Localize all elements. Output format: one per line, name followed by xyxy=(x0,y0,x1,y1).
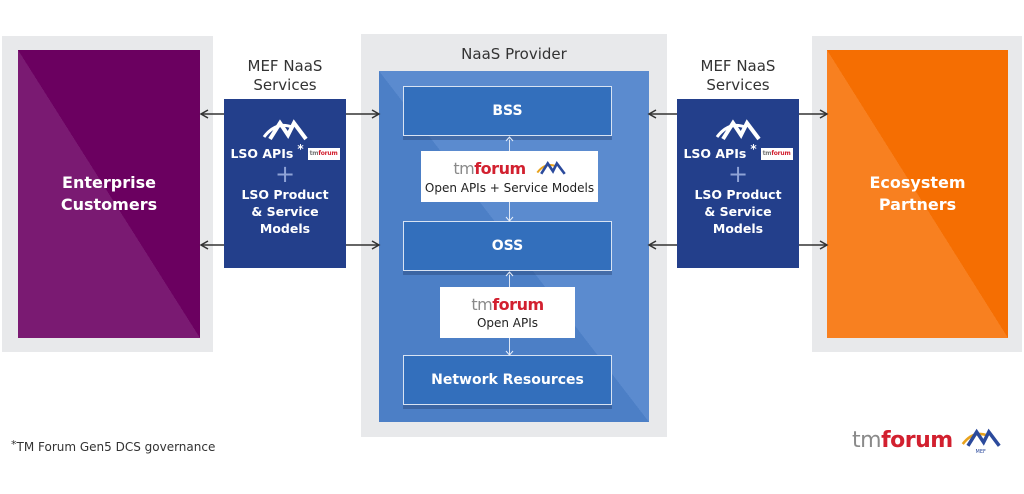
ecosystem-label-2: Partners xyxy=(878,195,957,214)
connector-oss-interface xyxy=(509,272,510,287)
interface-bottom-box: tmforum Open APIs xyxy=(440,287,575,338)
connector-interface-oss xyxy=(509,202,510,221)
enterprise-customers-box: Enterprise Customers xyxy=(18,50,200,338)
plus-icon: + xyxy=(274,160,296,188)
enterprise-label-2: Customers xyxy=(60,195,158,214)
tmforum-logo: tmforum xyxy=(453,158,526,178)
network-resources-label: Network Resources xyxy=(431,372,584,388)
lso-apis-label: LSO APIs xyxy=(683,146,747,161)
lso-apis-label: LSO APIs xyxy=(230,146,294,161)
tmforum-badge: tmforum xyxy=(307,147,340,160)
ecosystem-partners-box: Ecosystem Partners xyxy=(827,50,1008,338)
ecosystem-label-1: Ecosystem xyxy=(869,173,966,192)
plus-icon: + xyxy=(727,160,749,188)
mef-logo-icon xyxy=(715,119,761,141)
bss-label: BSS xyxy=(492,103,523,119)
footnote-text: TM Forum Gen5 DCS governance xyxy=(16,440,216,454)
mef-right-box: LSO APIs * tmforum + LSO Product& Servic… xyxy=(677,99,799,268)
asterisk: * xyxy=(750,142,757,156)
mef-logo-icon xyxy=(961,428,1001,447)
mef-label: MEF xyxy=(975,449,986,455)
bss-box: BSS xyxy=(403,86,612,136)
tmforum-logo: tmforum xyxy=(471,295,544,314)
connector-interface-network xyxy=(509,338,510,355)
arrowhead-down-oss xyxy=(505,216,514,222)
footnote-asterisk: * xyxy=(11,438,17,451)
arrowhead-up-oss xyxy=(505,271,514,277)
mef-logo-icon xyxy=(536,160,566,175)
naas-provider-title: NaaS Provider xyxy=(461,45,567,63)
mef-logo-icon xyxy=(262,119,308,141)
interface-top-box: tmforum Open APIs + Service Models xyxy=(421,151,598,202)
connector-bss-interface xyxy=(509,137,510,151)
network-resources-box: Network Resources xyxy=(403,355,612,405)
interface-bottom-label: Open APIs xyxy=(476,316,539,330)
arrowhead-up-bss xyxy=(505,136,514,142)
oss-box: OSS xyxy=(403,221,612,271)
oss-label: OSS xyxy=(491,238,524,254)
tmforum-logo: tmforum xyxy=(852,428,953,453)
mef-left-box: LSO APIs * tmforum + LSO Product& Servic… xyxy=(224,99,346,268)
asterisk: * xyxy=(297,142,304,156)
brand-logos: tmforum MEF xyxy=(852,426,1001,455)
tmforum-badge: tmforum xyxy=(760,147,793,160)
interface-top-label: Open APIs + Service Models xyxy=(424,180,595,195)
arrowhead-down-network xyxy=(505,350,514,356)
footnote: *TM Forum Gen5 DCS governance xyxy=(11,438,216,454)
enterprise-label-1: Enterprise xyxy=(62,173,156,192)
